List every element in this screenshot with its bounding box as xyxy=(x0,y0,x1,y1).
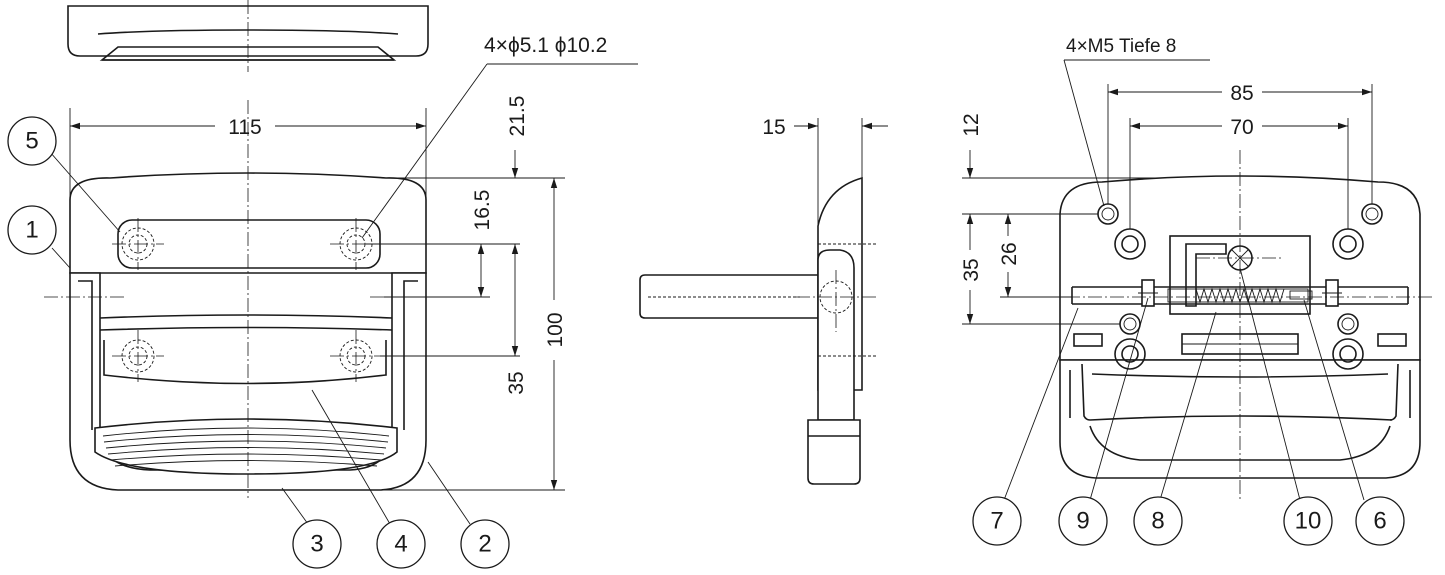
back-view: 85 70 4×M5 Tiefe 8 12 35 26 xyxy=(960,36,1435,501)
back-boss-lower-right xyxy=(1332,338,1364,370)
callout-5: 5 xyxy=(7,116,57,166)
callout-6: 6 xyxy=(1355,496,1405,546)
front-view: 115 4×ϕ5.1 ϕ10.2 21.5 16.5 35 100 xyxy=(44,34,638,525)
svg-text:6: 6 xyxy=(1373,508,1386,535)
dim-hole-spacing-outer: 85 xyxy=(1230,82,1253,105)
front-hole-bottom-right xyxy=(330,330,382,382)
dim-back-top: 12 xyxy=(960,113,983,136)
spring xyxy=(1167,287,1313,304)
svg-text:8: 8 xyxy=(1151,508,1164,535)
callout-10: 10 xyxy=(1283,496,1333,546)
callout-9: 9 xyxy=(1058,496,1108,546)
dim-side-thickness: 15 xyxy=(762,116,785,139)
callout-2: 2 xyxy=(460,519,510,569)
svg-text:5: 5 xyxy=(25,128,38,155)
dim-lower-spacing: 35 xyxy=(505,371,528,394)
dim-height: 100 xyxy=(544,312,567,347)
svg-text:1: 1 xyxy=(25,217,38,244)
front-hole-top-left xyxy=(112,218,164,270)
top-view xyxy=(67,0,429,72)
svg-text:4: 4 xyxy=(394,531,407,558)
callout-3: 3 xyxy=(292,519,342,569)
svg-text:3: 3 xyxy=(310,531,323,558)
dim-front-width: 115 xyxy=(228,116,261,139)
note-back-threads: 4×M5 Tiefe 8 xyxy=(1066,36,1176,57)
svg-text:7: 7 xyxy=(990,508,1003,535)
svg-text:2: 2 xyxy=(478,531,491,558)
callout-7: 7 xyxy=(972,496,1022,546)
dim-hole-offset: 16.5 xyxy=(471,190,494,231)
dim-back-mid: 26 xyxy=(998,242,1021,265)
back-thread-mid-right xyxy=(1337,313,1359,335)
callout-4: 4 xyxy=(376,519,426,569)
svg-text:9: 9 xyxy=(1076,508,1089,535)
grip-ribs xyxy=(102,427,390,467)
svg-text:10: 10 xyxy=(1295,508,1322,535)
note-front-holes: 4×ϕ5.1 ϕ10.2 xyxy=(484,34,607,57)
callout-8: 8 xyxy=(1133,496,1183,546)
dim-back-vertical: 35 xyxy=(960,258,983,281)
callout-1: 1 xyxy=(7,205,57,255)
dim-hole-spacing-inner: 70 xyxy=(1230,116,1253,139)
side-view: 15 xyxy=(639,116,888,485)
front-hole-bottom-left xyxy=(112,330,164,382)
dim-top-offset: 21.5 xyxy=(506,96,529,137)
